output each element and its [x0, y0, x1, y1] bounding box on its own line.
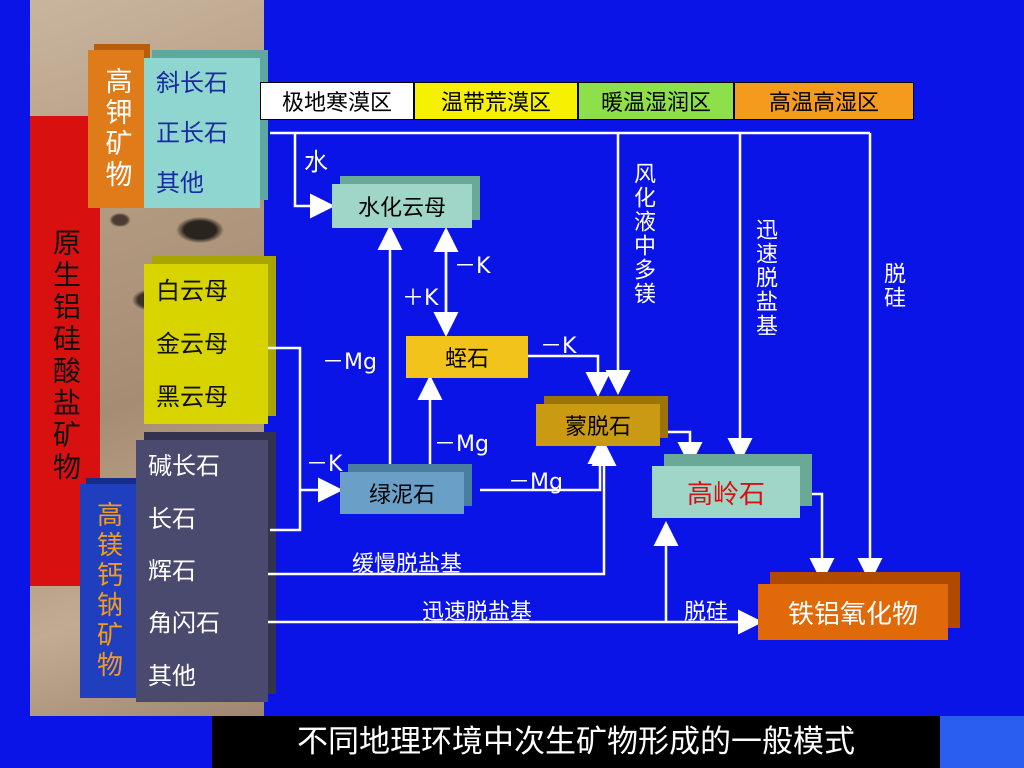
label-desilica-h: 脱硅 — [684, 600, 729, 625]
mg-item-3: 辉石 — [148, 556, 196, 585]
node-kaolinite: 高岭石 — [652, 466, 800, 518]
label-minus-k-3: －K — [306, 452, 343, 477]
node-hydromica: 水化云母 — [332, 184, 472, 228]
climate-zone-legend: 极地寒漠区 温带荒漠区 暖温湿润区 高温高湿区 — [260, 82, 914, 122]
mg-item-5: 其他 — [148, 661, 196, 690]
node-vermiculite: 蛭石 — [406, 336, 528, 378]
high-k-items-box: 斜长石 正长石 其他 — [144, 58, 260, 208]
high-k-label-box: 高钾矿物 — [88, 50, 144, 208]
label-minus-k-2: －K — [540, 334, 577, 359]
k-feldspar-item-3: 其他 — [156, 169, 204, 197]
caption-bg — [212, 716, 940, 768]
zone-warm-humid: 暖温湿润区 — [578, 82, 734, 120]
high-mg-items-box: 碱长石 长石 辉石 角闪石 其他 — [136, 440, 268, 702]
high-mg-label-box: 高镁钙钠矿物 — [80, 484, 136, 698]
label-slow-desalt: 缓慢脱盐基 — [352, 552, 463, 577]
label-water: 水 — [304, 148, 328, 176]
high-k-title: 高钾矿物 — [100, 67, 132, 191]
mica-items-box: 白云母 金云母 黑云母 — [144, 264, 268, 424]
mica-item-1: 白云母 — [156, 276, 228, 305]
zone-temperate-desert: 温带荒漠区 — [414, 82, 578, 120]
primary-minerals-title: 原生铝硅酸盐矿物 — [49, 228, 82, 484]
label-fast-desalt: 迅速脱盐基 — [422, 600, 533, 625]
label-minus-k-1: －K — [454, 254, 491, 279]
mg-item-2: 长石 — [148, 504, 196, 533]
label-fast-desalt-v: 迅速脱盐基 — [752, 218, 777, 338]
k-feldspar-item-2: 正长石 — [156, 119, 228, 147]
zone-hot-humid: 高温高湿区 — [734, 82, 914, 120]
node-montmorillonite: 蒙脱石 — [536, 404, 660, 446]
label-minus-mg-1: －Mg — [322, 350, 377, 375]
node-fe-al-oxide: 铁铝氧化物 — [758, 584, 948, 640]
k-feldspar-item-1: 斜长石 — [156, 69, 228, 97]
label-desilica-v: 脱硅 — [880, 262, 905, 310]
mg-item-4: 角闪石 — [148, 609, 220, 638]
mica-item-2: 金云母 — [156, 329, 228, 358]
mg-item-1: 碱长石 — [148, 452, 220, 481]
caption-text: 不同地理环境中次生矿物形成的一般模式 — [297, 724, 855, 760]
caption-right-accent — [940, 716, 1024, 768]
label-minus-mg-3: －Mg — [508, 470, 563, 495]
label-weathering-mg: 风化液中多镁 — [630, 162, 655, 306]
label-plus-k: ＋K — [402, 286, 439, 311]
mica-item-3: 黑云母 — [156, 383, 228, 412]
node-chlorite: 绿泥石 — [340, 472, 464, 514]
zone-polar: 极地寒漠区 — [260, 82, 414, 120]
label-minus-mg-2: －Mg — [434, 432, 489, 457]
high-mg-title: 高镁钙钠矿物 — [92, 501, 123, 681]
